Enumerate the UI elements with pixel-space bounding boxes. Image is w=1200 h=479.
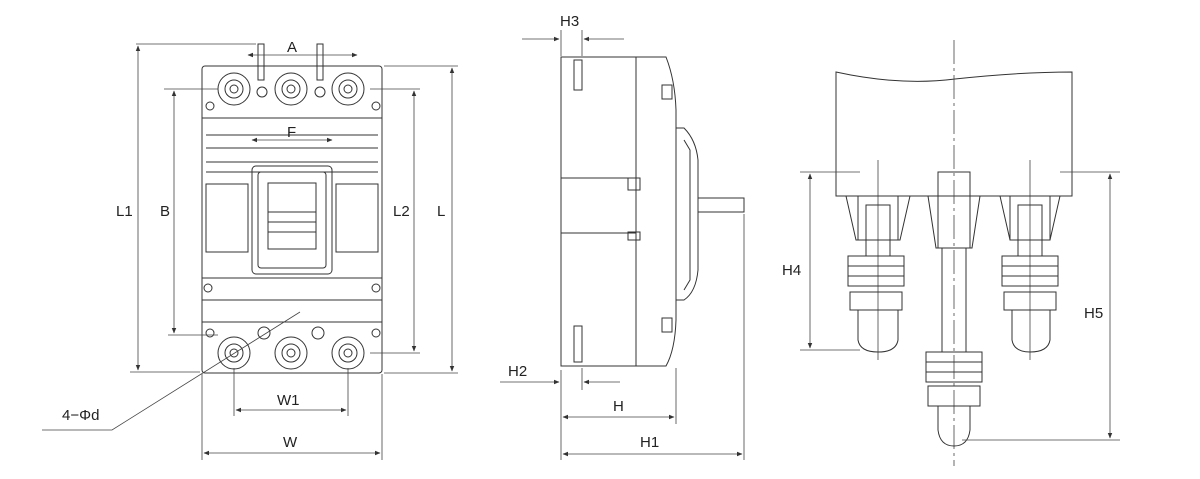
label-W1: W1 — [277, 392, 300, 409]
label-H5: H5 — [1084, 305, 1103, 322]
label-H2: H2 — [508, 363, 527, 380]
left-window — [205, 183, 249, 253]
side-view: H3 H2 H H1 — [500, 13, 745, 460]
label-A: A — [287, 39, 297, 56]
label-L1: L1 — [116, 203, 133, 220]
label-W: W — [283, 434, 298, 451]
front-view: A F L1 B L2 L W1 W 4−Φd — [42, 39, 458, 460]
terminal-housing — [835, 71, 1073, 197]
label-L: L — [437, 203, 445, 220]
right-terminal-bolt — [999, 195, 1061, 353]
label-H1: H1 — [640, 434, 659, 451]
center-terminal-bolt — [925, 171, 983, 447]
bottom-terminals — [203, 283, 381, 370]
label-H4: H4 — [782, 262, 801, 279]
side-cover — [636, 56, 677, 367]
label-H3: H3 — [560, 13, 579, 30]
handle-frame — [251, 165, 333, 275]
side-base — [560, 56, 637, 367]
terminal-view: H4 H5 — [782, 40, 1120, 466]
right-window — [335, 183, 379, 253]
side-handle-shaft — [697, 197, 745, 213]
label-F: F — [287, 124, 296, 141]
label-B: B — [160, 203, 170, 220]
front-body-outline — [201, 65, 383, 374]
label-H: H — [613, 398, 624, 415]
left-terminal-bolt — [845, 195, 911, 353]
label-hole-diameter: 4−Φd — [62, 407, 99, 424]
label-L2: L2 — [393, 203, 410, 220]
handle-lever — [267, 182, 317, 250]
